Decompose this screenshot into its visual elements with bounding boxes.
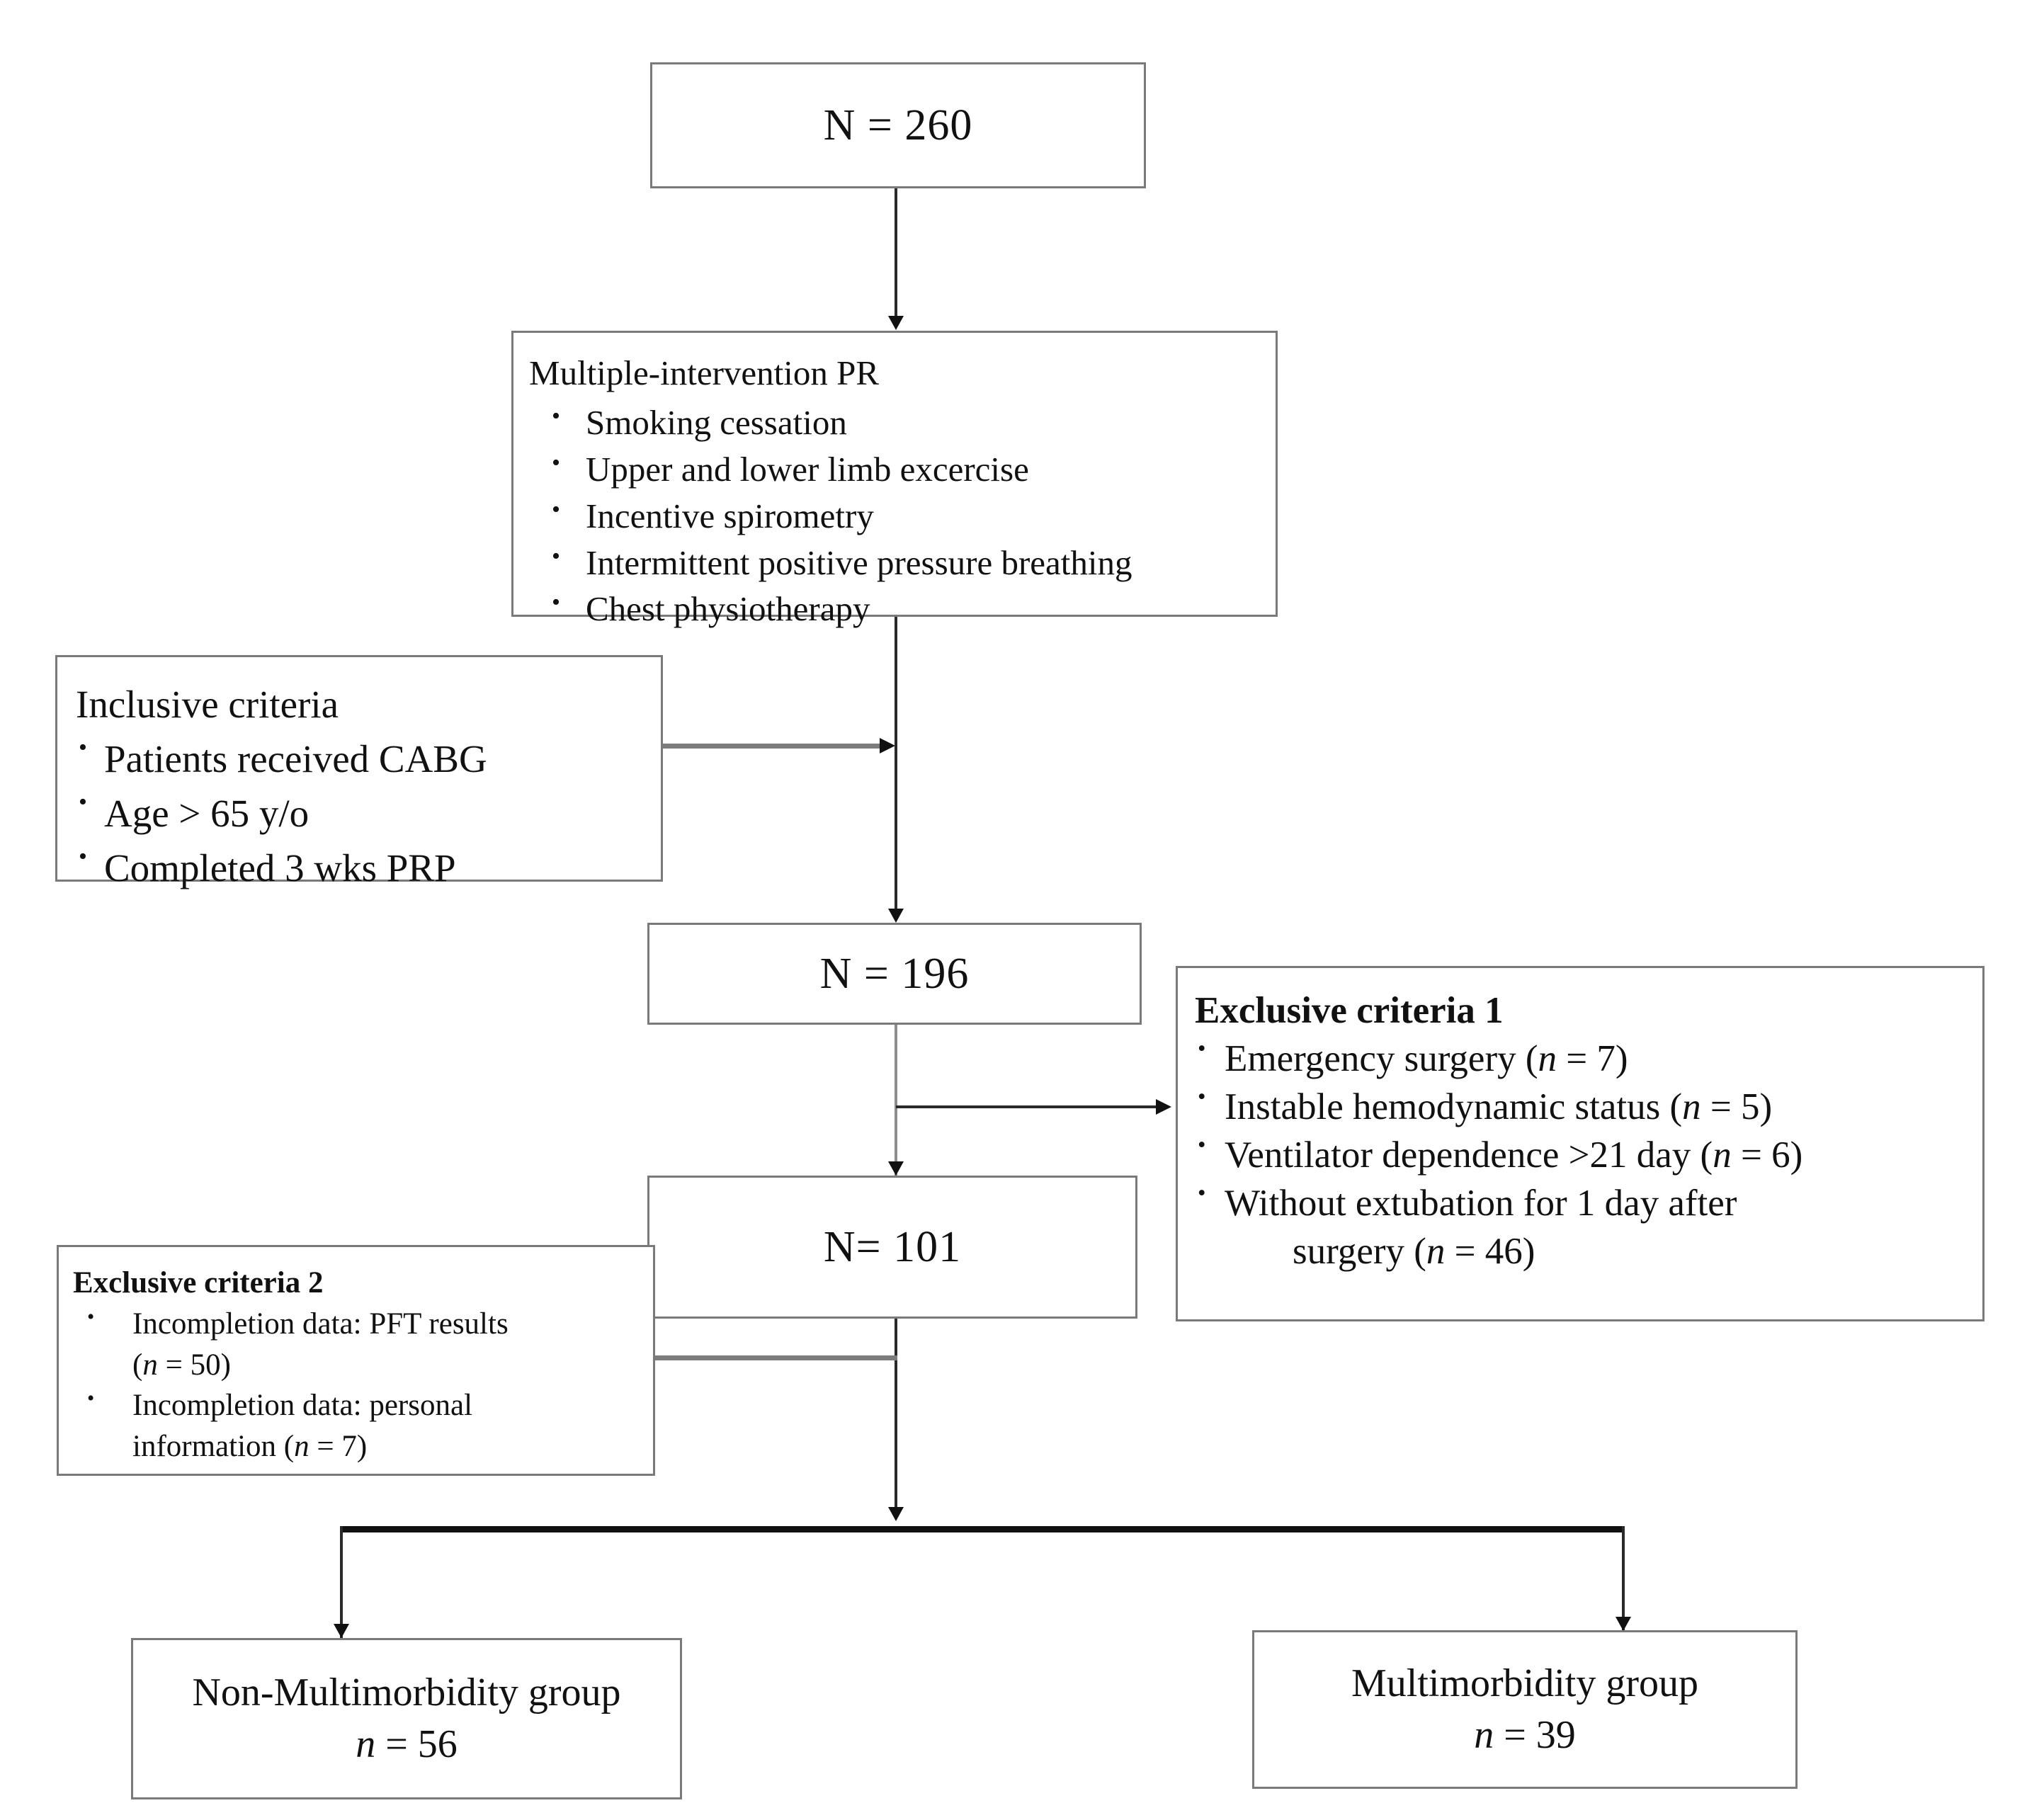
arrowhead-intervention-to-n196 xyxy=(888,909,904,923)
node-inclusive-criteria-list: Patients received CABG Age > 65 y/o Comp… xyxy=(76,731,661,895)
connector-intervention-to-n196 xyxy=(895,617,897,910)
list-item: Smoking cessation xyxy=(529,399,1276,446)
node-non-multimorbidity-group: Non-Multimorbidity group n = 56 xyxy=(131,1638,682,1799)
arrowhead-split-to-multimorbidity xyxy=(1616,1617,1631,1631)
list-item: Patients received CABG xyxy=(76,731,661,786)
node-intervention: Multiple-intervention PR Smoking cessati… xyxy=(511,331,1278,628)
node-multimorbidity-group: Multimorbidity group n = 39 xyxy=(1252,1630,1798,1789)
node-exclusive-criteria-2-title: Exclusive criteria 2 xyxy=(73,1266,324,1299)
connector-n196-to-n101 xyxy=(895,1025,897,1178)
list-item-text: Instable hemodynamic status ( xyxy=(1225,1086,1683,1128)
connector-spine-to-exclusive-1 xyxy=(896,1105,1159,1108)
list-item: Incompletion data: PFT results (n = 50) xyxy=(73,1304,653,1386)
list-item-continuation: information (n = 7) xyxy=(132,1426,653,1467)
node-exclusive-criteria-2: Exclusive criteria 2 Incompletion data: … xyxy=(57,1245,655,1476)
arrowhead-split-to-non-multimorbidity xyxy=(334,1624,349,1638)
connector-split-to-non-multimorbidity xyxy=(340,1526,343,1639)
connector-n101-to-split xyxy=(895,1319,897,1511)
n-value: = 46) xyxy=(1445,1231,1535,1273)
arrowhead-inclusive-to-spine xyxy=(880,738,895,753)
list-item-text: Emergency surgery ( xyxy=(1225,1038,1538,1080)
list-item: Intermittent positive pressure breathing xyxy=(529,540,1276,586)
connector-inclusive-to-spine xyxy=(663,744,881,749)
node-total-enrolled-label: N = 260 xyxy=(823,101,973,149)
node-inclusive-criteria-title: Inclusive criteria xyxy=(76,683,339,726)
n-value: = 6) xyxy=(1731,1134,1803,1176)
n-value: = 7) xyxy=(309,1430,368,1464)
node-non-multimorbidity-group-body: Non-Multimorbidity group n = 56 xyxy=(192,1667,620,1770)
node-intervention-list: Smoking cessation Upper and lower limb e… xyxy=(529,399,1276,632)
arrowhead-n196-to-n101 xyxy=(888,1161,904,1176)
node-inclusive-criteria-body: Inclusive criteria Patients received CAB… xyxy=(57,657,661,895)
list-item: Chest physiotherapy xyxy=(529,586,1276,632)
list-item: Completed 3 wks PRP xyxy=(76,840,661,895)
node-after-exclusion-1-label: N= 101 xyxy=(823,1222,962,1271)
node-exclusive-criteria-1-list: Emergency surgery (n = 7) Instable hemod… xyxy=(1195,1034,1982,1275)
list-item: Incentive spirometry xyxy=(529,493,1276,540)
node-intervention-body: Multiple-intervention PR Smoking cessati… xyxy=(513,333,1276,632)
node-total-enrolled: N = 260 xyxy=(650,62,1146,188)
arrowhead-enrolled-to-intervention xyxy=(888,316,904,330)
connector-exclusive-2-to-spine xyxy=(655,1355,897,1360)
list-item-continuation: surgery (n = 46) xyxy=(1225,1227,1982,1275)
node-non-multimorbidity-group-title: Non-Multimorbidity group xyxy=(192,1671,621,1715)
node-exclusive-criteria-1: Exclusive criteria 1 Emergency surgery (… xyxy=(1176,966,1985,1321)
list-item: Incompletion data: personal information … xyxy=(73,1385,653,1467)
node-non-multimorbidity-group-count: n = 56 xyxy=(192,1719,620,1770)
list-item-text: Incompletion data: PFT results xyxy=(132,1307,509,1341)
node-multimorbidity-group-count: n = 39 xyxy=(1351,1710,1698,1761)
connector-enrolled-to-intervention xyxy=(895,188,897,317)
n-value: = 5) xyxy=(1700,1086,1773,1128)
n-value: = 7) xyxy=(1557,1038,1628,1080)
list-item: Emergency surgery (n = 7) xyxy=(1195,1034,1982,1083)
n-value: = 56 xyxy=(375,1722,458,1766)
list-item-text: Ventilator dependence >21 day ( xyxy=(1225,1134,1713,1176)
node-exclusive-criteria-1-body: Exclusive criteria 1 Emergency surgery (… xyxy=(1178,968,1982,1276)
node-after-inclusion-label: N = 196 xyxy=(819,949,970,998)
list-item-cont-prefix: information ( xyxy=(132,1430,295,1464)
list-item: Upper and lower limb excercise xyxy=(529,446,1276,493)
list-item: Without extubation for 1 day after surge… xyxy=(1195,1178,1982,1275)
node-intervention-title: Multiple-intervention PR xyxy=(529,353,880,392)
list-item: Age > 65 y/o xyxy=(76,785,661,841)
n-value: = 39 xyxy=(1494,1713,1576,1757)
connector-split-to-multimorbidity xyxy=(1622,1526,1625,1632)
n-symbol: n xyxy=(294,1430,310,1464)
list-item-text: Without extubation for 1 day after xyxy=(1225,1183,1737,1224)
n-symbol: n xyxy=(142,1348,158,1382)
n-value: = 50) xyxy=(157,1348,231,1382)
node-after-exclusion-1: N= 101 xyxy=(647,1176,1137,1319)
list-item-cont-prefix: ( xyxy=(132,1348,143,1382)
list-item: Ventilator dependence >21 day (n = 6) xyxy=(1195,1130,1982,1179)
list-item-text: Incompletion data: personal xyxy=(132,1389,473,1423)
split-bar-groups xyxy=(341,1526,1625,1532)
node-exclusive-criteria-1-title: Exclusive criteria 1 xyxy=(1195,990,1504,1031)
n-symbol: n xyxy=(1474,1713,1494,1757)
list-item: Instable hemodynamic status (n = 5) xyxy=(1195,1082,1982,1131)
list-item-cont-text: surgery ( xyxy=(1293,1231,1426,1273)
list-item-continuation: (n = 50) xyxy=(132,1345,653,1386)
node-inclusive-criteria: Inclusive criteria Patients received CAB… xyxy=(55,655,663,889)
arrowhead-spine-to-exclusive-1 xyxy=(1156,1099,1171,1115)
arrowhead-n101-to-split xyxy=(888,1507,904,1521)
n-symbol: n xyxy=(1682,1086,1701,1128)
node-multimorbidity-group-body: Multimorbidity group n = 39 xyxy=(1351,1658,1698,1761)
n-symbol: n xyxy=(1713,1134,1732,1176)
n-symbol: n xyxy=(356,1722,376,1766)
node-exclusive-criteria-2-body: Exclusive criteria 2 Incompletion data: … xyxy=(59,1247,653,1467)
node-multimorbidity-group-title: Multimorbidity group xyxy=(1351,1661,1698,1706)
n-symbol: n xyxy=(1426,1231,1446,1273)
node-after-inclusion: N = 196 xyxy=(647,923,1142,1025)
n-symbol: n xyxy=(1538,1038,1557,1080)
node-exclusive-criteria-2-list: Incompletion data: PFT results (n = 50) … xyxy=(73,1304,653,1467)
